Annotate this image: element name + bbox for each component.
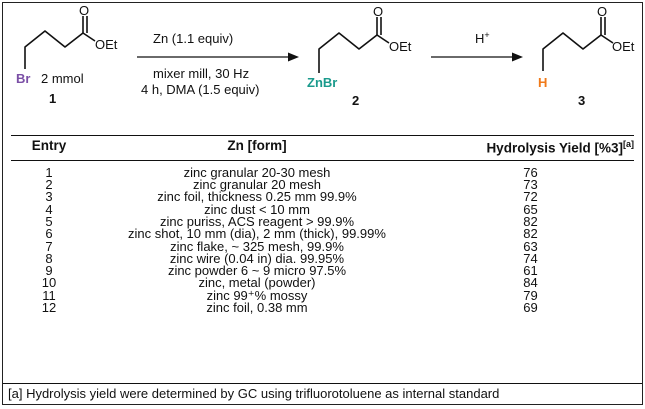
yield-cell: 65	[523, 201, 538, 217]
table-row: 12 zinc foil, 0.38 mm 69	[11, 300, 634, 318]
table-row: 8 zinc wire (0.04 in) dia. 99.95% 74	[11, 250, 634, 266]
table-body: 1 zinc granular 20-30 mesh 76 2 zinc granula…	[11, 160, 634, 318]
table-row: 3 zinc foil, thickness 0.25 mm 99.9% 72	[11, 189, 634, 205]
table-row: 1 zinc granular 20-30 mesh 76	[11, 160, 634, 179]
entry-cell: 3	[45, 189, 53, 205]
entry-cell: 4	[45, 201, 53, 217]
compound-1-structure	[24, 16, 96, 69]
table-row: 9 zinc powder 6 ~ 9 micro 97.5% 61	[11, 263, 634, 279]
yield-cell: 69	[523, 300, 538, 316]
header-yield-text: Hydrolysis Yield [%3]	[486, 140, 623, 156]
zn-form-cell: zinc shot, 10 mm (dia), 2 mm (thick), 99…	[128, 226, 386, 242]
entry-cell: 2	[45, 177, 53, 193]
header-yield-footnote-mark: [a]	[623, 139, 634, 149]
compound-2-ester: OEt	[389, 39, 412, 54]
zn-form-cell: zinc foil, 0.38 mm	[206, 300, 308, 316]
yield-cell: 74	[523, 250, 538, 266]
yield-cell: 63	[523, 238, 538, 254]
step1-condition-2: 4 h, DMA (1.5 equiv)	[141, 82, 260, 97]
yield-cell: 76	[523, 164, 538, 180]
yield-cell: 61	[523, 263, 538, 279]
table-row: 2 zinc granular 20 mesh 73	[11, 177, 634, 193]
compound-1-label: 1	[49, 91, 56, 106]
entry-cell: 11	[42, 287, 56, 303]
yield-cell: 82	[523, 226, 538, 242]
yield-cell: 82	[523, 213, 538, 229]
table-row: 5 zinc puriss, ACS reagent > 99.9% 82	[11, 213, 634, 229]
entry-cell: 7	[45, 238, 53, 254]
entry-cell: 6	[45, 226, 53, 242]
table-row: 7 zinc flake, ~ 325 mesh, 99.9% 63	[11, 238, 634, 254]
zn-form-cell: zinc 99⁺% mossy	[206, 287, 308, 303]
zn-form-cell: zinc puriss, ACS reagent > 99.9%	[159, 213, 355, 229]
compound-3-hydrogen: H	[538, 75, 547, 90]
reaction-scheme: O OEt Br 2 mmol 1 Zn (1.1 equiv) mixer m…	[16, 3, 635, 108]
entry-cell: 1	[45, 164, 53, 180]
compound-2-zinc-bromide: ZnBr	[307, 75, 337, 90]
header-entry: Entry	[11, 135, 87, 161]
header-zn-form: Zn [form]	[87, 135, 427, 161]
table-header: Entry Zn [form] Hydrolysis Yield [%3][a]	[11, 135, 634, 161]
compound-3-oxygen: O	[597, 4, 607, 19]
table-header-row: Entry Zn [form] Hydrolysis Yield [%3][a]	[11, 135, 634, 161]
compound-1-oxygen: O	[79, 3, 89, 18]
table-row: 6 zinc shot, 10 mm (dia), 2 mm (thick), 9…	[11, 226, 634, 242]
table-row: 11 zinc 99⁺% mossy 79	[11, 287, 634, 303]
yield-cell: 79	[523, 287, 538, 303]
compound-1-bromine: Br	[16, 71, 30, 86]
step2-arrowhead	[512, 52, 523, 62]
compound-3-structure	[542, 17, 614, 71]
zinc-form-yield-table: Entry Zn [form] Hydrolysis Yield [%3][a]…	[11, 135, 634, 318]
entry-cell: 9	[45, 263, 53, 279]
compound-1-ester: OEt	[95, 37, 118, 52]
table-row: 10 zinc, metal (powder) 84	[11, 275, 634, 291]
step2-reagent: H+	[475, 30, 490, 46]
compound-2-label: 2	[352, 93, 359, 108]
zn-form-cell: zinc wire (0.04 in) dia. 99.95%	[169, 250, 345, 266]
zn-form-cell: zinc foil, thickness 0.25 mm 99.9%	[157, 189, 357, 205]
zn-form-cell: zinc powder 6 ~ 9 micro 97.5%	[167, 263, 347, 279]
compound-1-amount: 2 mmol	[41, 71, 84, 86]
entry-cell: 8	[45, 250, 53, 266]
entry-cell: 10	[41, 275, 57, 291]
compound-3-label: 3	[578, 93, 585, 108]
yield-cell: 73	[523, 177, 538, 193]
zn-form-cell: zinc flake, ~ 325 mesh, 99.9%	[170, 238, 344, 254]
compound-3-ester: OEt	[612, 39, 635, 54]
zn-form-cell: zinc, metal (powder)	[198, 275, 316, 291]
step1-arrowhead	[288, 52, 299, 62]
compound-2-oxygen: O	[373, 4, 383, 19]
step1-condition-1: mixer mill, 30 Hz	[153, 66, 249, 81]
yield-cell: 84	[523, 275, 538, 291]
zn-form-cell: zinc granular 20 mesh	[193, 177, 321, 193]
zn-form-cell: zinc dust < 10 mm	[204, 201, 310, 217]
compound-2-structure	[318, 17, 390, 73]
entry-cell: 5	[45, 213, 53, 229]
entry-cell: 12	[41, 300, 57, 316]
zn-form-cell: zinc granular 20-30 mesh	[183, 164, 331, 180]
table-footnote: [a] Hydrolysis yield were determined by …	[3, 383, 642, 405]
figure-panel: O OEt Br 2 mmol 1 Zn (1.1 equiv) mixer m…	[2, 2, 643, 405]
table-row: 4 zinc dust < 10 mm 65	[11, 201, 634, 217]
header-hydrolysis-yield: Hydrolysis Yield [%3][a]	[427, 135, 634, 161]
step1-reagent: Zn (1.1 equiv)	[153, 31, 233, 46]
yield-cell: 72	[523, 189, 538, 205]
